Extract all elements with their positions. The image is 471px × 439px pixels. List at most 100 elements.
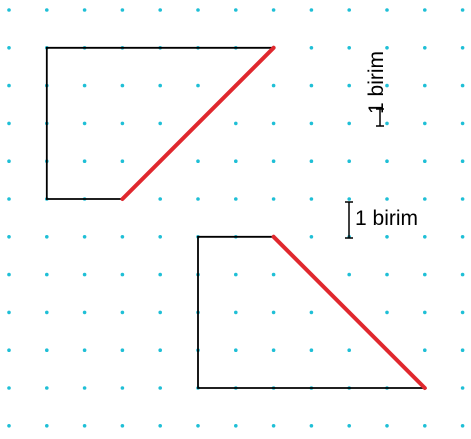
vertical-scale-label: 1 birim — [365, 51, 388, 114]
grid-dot — [7, 310, 11, 315]
grid-dot — [196, 8, 200, 12]
grid-dot — [196, 197, 200, 201]
grid-dot — [120, 386, 125, 390]
grid-dot — [385, 272, 389, 277]
grid-dot — [7, 348, 11, 353]
grid-dot — [347, 83, 352, 88]
grid-dot — [7, 46, 11, 50]
grid-dot — [347, 159, 352, 163]
grid-dot — [82, 272, 87, 277]
grid-dot — [423, 46, 427, 50]
grid-dot — [158, 83, 162, 88]
grid-dot — [7, 8, 11, 12]
grid-dot — [385, 8, 389, 12]
grid-dot — [271, 159, 276, 163]
lower-trapezoid-highlighted-edge — [271, 234, 427, 390]
grid-dot — [120, 8, 125, 12]
grid-dot — [460, 310, 465, 315]
grid-dot — [82, 121, 87, 126]
grid-dot — [82, 348, 87, 353]
grid-dot — [271, 348, 276, 353]
grid-dot — [158, 235, 162, 239]
grid-dot — [309, 424, 314, 428]
grid-dot — [460, 386, 465, 390]
grid-dot — [234, 197, 238, 201]
grid-dot — [82, 424, 87, 428]
grid-dot — [120, 272, 125, 277]
grid-dot — [271, 8, 276, 12]
grid-dot — [7, 197, 11, 201]
grid-dot — [82, 235, 87, 239]
grid-dot — [423, 121, 427, 126]
grid-dot — [423, 235, 427, 239]
grid-dot — [460, 46, 465, 50]
grid-dot — [7, 159, 11, 163]
grid-dot — [158, 197, 162, 201]
grid-dot — [7, 121, 11, 126]
grid-dot — [158, 424, 162, 428]
grid-dot — [347, 8, 352, 12]
grid-dot — [120, 348, 125, 353]
grid-dot — [45, 424, 49, 428]
grid-dot — [309, 121, 314, 126]
grid-dot — [309, 83, 314, 88]
grid-dot — [271, 197, 276, 201]
grid-dot — [460, 235, 465, 239]
grid-dot — [7, 386, 11, 390]
lower-trapezoid — [197, 234, 427, 390]
grid-dot — [309, 310, 314, 315]
grid-dot — [347, 424, 352, 428]
grid-dot — [385, 159, 389, 163]
horizontal-unit-scale: 1 birim — [345, 201, 418, 239]
grid-dot — [271, 424, 276, 428]
vertical-unit-scale: 1 birim — [365, 51, 388, 127]
grid-dot — [385, 197, 389, 201]
grid-dot — [196, 159, 200, 163]
grid-dot — [45, 8, 49, 12]
grid-dot — [271, 310, 276, 315]
shapes-layer — [45, 45, 427, 390]
grid-dot — [234, 121, 238, 126]
grid-dot — [120, 121, 125, 126]
grid-dot — [309, 159, 314, 163]
grid-dot — [347, 197, 352, 201]
grid-dot — [423, 159, 427, 163]
grid-dot — [7, 83, 11, 88]
grid-dot — [158, 386, 162, 390]
grid-dot — [460, 8, 465, 12]
grid-dot — [120, 310, 125, 315]
grid-dot — [45, 348, 49, 353]
grid-dot — [271, 121, 276, 126]
grid-dot — [309, 348, 314, 353]
grid-dot — [7, 424, 11, 428]
grid-dot — [120, 235, 125, 239]
grid-dot — [158, 272, 162, 277]
grid-dot — [120, 159, 125, 163]
grid-dot — [309, 8, 314, 12]
grid-dot — [82, 83, 87, 88]
grid-dot — [423, 83, 427, 88]
upper-trapezoid-highlighted-edge — [120, 45, 276, 201]
grid-dot — [309, 197, 314, 201]
grid-dot — [460, 159, 465, 163]
horizontal-scale-label: 1 birim — [355, 207, 418, 230]
grid-dot — [7, 272, 11, 277]
grid-dot — [234, 310, 238, 315]
grid-dot — [460, 424, 465, 428]
grid-dot — [385, 121, 389, 126]
grid-dot — [460, 121, 465, 126]
grid-dot — [45, 272, 49, 277]
grid-dot — [423, 197, 427, 201]
grid-dot — [158, 348, 162, 353]
grid-dot — [347, 272, 352, 277]
grid-dot — [309, 46, 314, 50]
grid-dot — [158, 8, 162, 12]
grid-dot — [234, 348, 238, 353]
grid-dot — [234, 272, 238, 277]
grid-dot — [423, 310, 427, 315]
grid-dot — [45, 386, 49, 390]
grid-dot — [82, 310, 87, 315]
grid-dot — [271, 272, 276, 277]
